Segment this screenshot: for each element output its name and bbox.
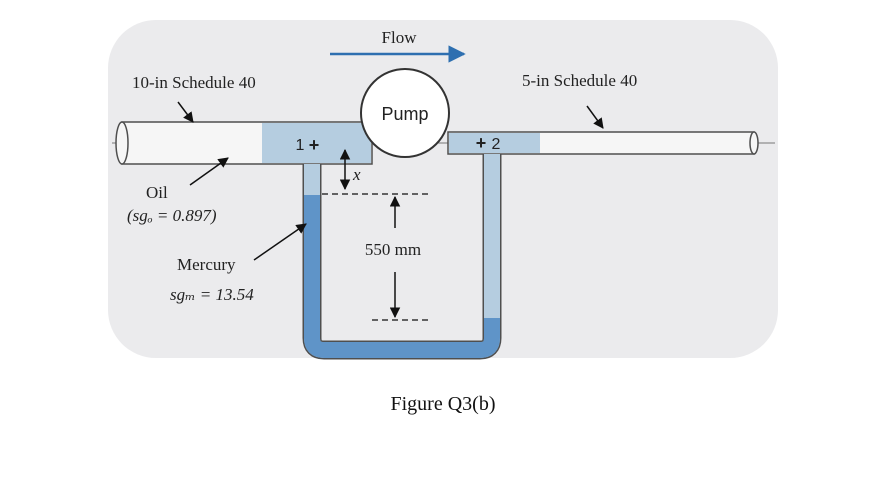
pipe-left-leader: [177, 101, 194, 123]
manometer-mercury: [304, 195, 500, 358]
pump-body: [360, 68, 450, 158]
pipe-right-leader: [586, 105, 604, 129]
pipe-5in-end: [749, 131, 759, 155]
pipe-right-label: 5-in Schedule 40: [522, 71, 637, 90]
pump-label: Pump: [381, 104, 428, 124]
pipe-10in-end: [115, 121, 129, 165]
flow-label: Flow: [382, 28, 418, 47]
point-2-label: 2: [492, 136, 501, 153]
pipe-10in-oil: [262, 123, 371, 163]
mercury-leader: [253, 223, 307, 261]
oil-leader: [189, 157, 229, 186]
pipe-left-label: 10-in Schedule 40: [132, 73, 256, 92]
height-label: 550 mm: [365, 240, 421, 259]
point-1-marker: +: [309, 135, 320, 155]
mercury-label: Mercury: [177, 255, 236, 274]
x-label: x: [352, 165, 361, 184]
pipe-5in-oil: [449, 133, 540, 153]
point-1-label: 1: [296, 137, 305, 154]
figure-caption: Figure Q3(b): [390, 393, 496, 415]
oil-sg: (sgₒ = 0.897): [127, 206, 217, 225]
oil-label: Oil: [146, 183, 168, 202]
mercury-sg: sgₘ = 13.54: [170, 285, 254, 304]
diagram-panel: [108, 20, 778, 358]
point-2-marker: +: [476, 133, 487, 153]
